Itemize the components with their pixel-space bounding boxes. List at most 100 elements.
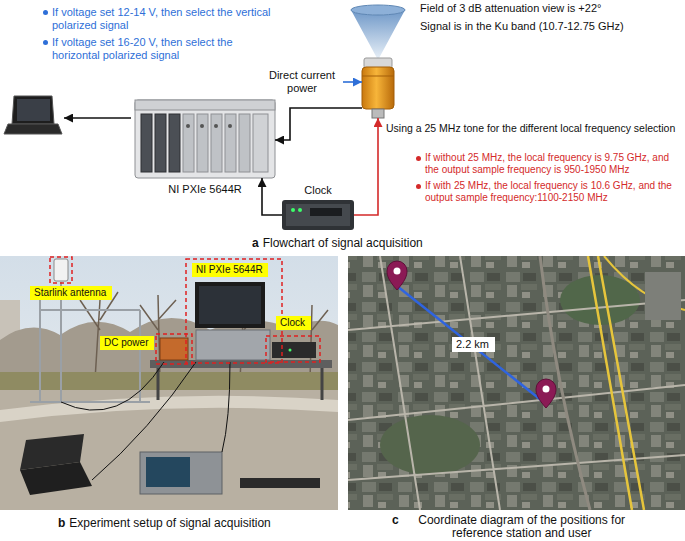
clock-drawing: [282, 200, 354, 230]
caption-text: Experiment setup of signal acquisition: [69, 516, 270, 530]
tag-text: NI PXIe 5644R: [196, 264, 263, 276]
bullet-note: If voltage set 16-20 V, then select the …: [52, 36, 278, 62]
laptop-drawing: [4, 96, 62, 134]
receiver-drawing: [169, 114, 180, 172]
bullet-dot: [43, 40, 48, 45]
setup-photo: [0, 372, 338, 390]
clock-drawing: [298, 208, 302, 212]
lnb-drawing: [372, 109, 384, 118]
satellite-map: [348, 256, 685, 510]
distance-line: [397, 286, 546, 404]
receiver-drawing: [211, 114, 222, 172]
bullet-dot: [416, 184, 421, 189]
receiver-drawing: [253, 114, 268, 172]
panel-caption: Flowchart of signal acquisition: [263, 236, 423, 250]
receiver-drawing: [239, 114, 250, 172]
note-text: If with 25 MHz, the local frequency is 1…: [425, 180, 680, 204]
setup-photo: [160, 338, 188, 360]
lnb-drawing: [362, 76, 394, 77]
location-pin: [536, 379, 556, 408]
satellite-map: [348, 256, 685, 510]
location-pin: [394, 268, 401, 275]
location-pin: [387, 261, 556, 408]
beam-cone: [351, 10, 405, 60]
signal-connector: [275, 108, 362, 140]
bullet-dot: [43, 10, 48, 15]
highlight-box: [50, 257, 72, 283]
setup-photo: [0, 372, 338, 510]
photo-tag: NI PXIe 5644R: [192, 263, 268, 277]
spec-note: Field of 3 dB attenuation view is +22°: [420, 2, 601, 15]
setup-photo: [195, 282, 265, 328]
tag-text: DC power: [104, 337, 148, 349]
receiver-drawing: [225, 114, 236, 172]
satellite-map: [380, 415, 480, 475]
lnb-antenna: Field of 3 dB attenuation view is +22°Si…: [362, 58, 394, 118]
panel-caption: Coordinate diagram of the positions for …: [402, 514, 642, 540]
laptop-drawing: [12, 96, 54, 124]
receiver-drawing: [135, 100, 275, 178]
device-label: Clock: [304, 184, 332, 197]
panel-caption: Experiment setup of signal acquisition: [69, 516, 270, 530]
receiver-drawing: [228, 124, 232, 128]
setup-photo: [0, 256, 338, 510]
laptop-drawing: [4, 124, 62, 134]
location-pin: [543, 386, 550, 393]
lnb-drawing: [362, 67, 394, 109]
bullet-note: If voltage set 12-14 V, then select the …: [52, 6, 278, 32]
note-text: If voltage set 12-14 V, then select the …: [52, 6, 278, 32]
distance-tag: 2.2 km: [452, 337, 495, 352]
clock-drawing: [310, 208, 342, 216]
bullet-dot: [416, 156, 421, 161]
edge-label: Using a 25 MHz tone for the different lo…: [386, 122, 678, 135]
setup-photo: [146, 457, 190, 487]
receiver-drawing: [155, 114, 166, 172]
receiver-drawing: [183, 114, 194, 172]
photo-tag: Starlink antenna: [30, 286, 112, 300]
distance-text: 2.2 km: [456, 338, 489, 351]
satellite-map: [560, 275, 640, 325]
satellite-map: [348, 256, 685, 510]
bullet-note: If without 25 MHz, the local frequency i…: [425, 152, 680, 176]
setup-photo: [158, 368, 322, 400]
highlight-box: [186, 259, 282, 363]
lnb-drawing: [362, 58, 394, 118]
receiver-drawing: [214, 124, 218, 128]
clock-drawing: [291, 208, 295, 212]
note-text: If without 25 MHz, the local frequency i…: [425, 152, 680, 176]
tag-text: Clock: [280, 317, 305, 329]
receiver-drawing: [135, 100, 275, 178]
highlight-box: [266, 336, 320, 362]
spec-note: Signal is in the Ku band (10.7-12.75 GHz…: [420, 20, 624, 33]
setup-photo: [0, 318, 338, 380]
photo-tag: Clock: [276, 316, 311, 330]
setup-photo: [20, 462, 92, 495]
photo-tag: DC power: [100, 336, 154, 350]
panel-letter: b: [58, 516, 65, 530]
panel-letter: a: [252, 236, 259, 250]
note-text: If voltage set 16-20 V, then select the …: [52, 36, 278, 62]
clock-device: Clock: [282, 200, 354, 230]
signal-connector: [343, 81, 362, 83]
signal-connector: [262, 178, 282, 215]
setup-photo: [196, 330, 270, 360]
satellite-map: [645, 272, 681, 320]
bullet-note: If with 25 MHz, the local frequency is 1…: [425, 180, 680, 204]
setup-photo: [289, 349, 292, 352]
panel-letter: c: [392, 514, 399, 527]
setup-photo: [0, 256, 338, 510]
source-label: Direct current power: [266, 69, 338, 95]
highlight-box: [156, 334, 192, 364]
receiver-drawing: [197, 114, 208, 172]
caption-text: Flowchart of signal acquisition: [263, 236, 423, 250]
beam-cone: [351, 5, 405, 60]
setup-photo: [272, 342, 316, 358]
signal-connector: [354, 118, 378, 215]
setup-photo: [199, 286, 261, 324]
clock-drawing: [286, 204, 350, 226]
receiver-drawing: [141, 114, 152, 172]
